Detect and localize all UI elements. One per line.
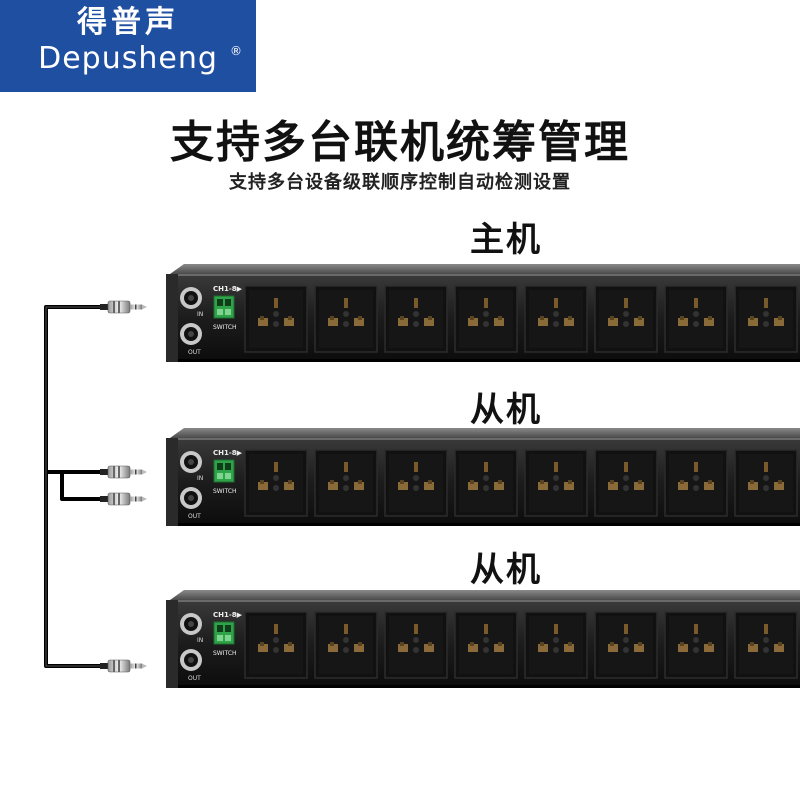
outlet-1 — [244, 449, 308, 517]
outlet-1 — [244, 611, 308, 679]
master-unit-label: 主机 — [470, 220, 542, 260]
audio-plug-4 — [100, 659, 147, 673]
outlet-6 — [594, 449, 658, 517]
outlet-3 — [384, 285, 448, 353]
port-in-label: IN — [197, 637, 203, 644]
outlet-6 — [594, 611, 658, 679]
registered-mark: ® — [230, 44, 242, 58]
rack-ear — [166, 274, 178, 362]
port-in-label: IN — [197, 311, 203, 318]
brand-logo: 得普声 Depusheng ® — [0, 0, 256, 92]
slave-unit-label-1: 从机 — [470, 390, 542, 430]
switch-label: SWITCH — [213, 650, 237, 657]
outlet-8 — [734, 449, 798, 517]
channel-label: CH1-8▶ — [213, 611, 243, 619]
plug-strain-relief — [100, 304, 108, 310]
port-out-label: OUT — [188, 513, 201, 520]
outlet-5 — [524, 449, 588, 517]
outlet-7 — [664, 449, 728, 517]
outlet-2 — [314, 285, 378, 353]
audio-plug-2 — [100, 465, 147, 479]
cascade-cable — [44, 305, 108, 668]
rack-ear — [166, 600, 178, 688]
port-out-label: OUT — [188, 675, 201, 682]
rack-ear — [166, 438, 178, 526]
brand-name-en: Depusheng — [38, 41, 218, 76]
headline: 支持多台联机统筹管理 — [170, 117, 630, 168]
cable-trunk — [44, 305, 108, 668]
port-out-label: OUT — [188, 349, 201, 356]
outlet-3 — [384, 611, 448, 679]
subheadline: 支持多台设备级联顺序控制自动检测设置 — [229, 172, 571, 193]
plug-strain-relief — [100, 496, 108, 502]
outlet-3 — [384, 449, 448, 517]
outlet-8 — [734, 285, 798, 353]
chassis-lid — [170, 264, 800, 274]
chassis-lid — [170, 428, 800, 438]
cable-branch-2 — [60, 472, 108, 501]
slave-unit-label-2: 从机 — [470, 550, 542, 590]
master-unit: IN OUT CH1-8▶ SWITCH — [166, 264, 800, 362]
outlet-6 — [594, 285, 658, 353]
audio-plug-3 — [100, 492, 147, 506]
outlet-5 — [524, 611, 588, 679]
plug-strain-relief — [100, 663, 108, 669]
switch-label: SWITCH — [213, 324, 237, 331]
plug-strain-relief — [100, 469, 108, 475]
slave-unit-1: IN OUT CH1-8▶ SWITCH — [166, 428, 800, 526]
chassis-lid — [170, 590, 800, 600]
brand-name-cn: 得普声 — [77, 5, 179, 40]
outlet-1 — [244, 285, 308, 353]
outlet-5 — [524, 285, 588, 353]
outlet-4 — [454, 611, 518, 679]
switch-label: SWITCH — [213, 488, 237, 495]
outlet-4 — [454, 449, 518, 517]
outlet-7 — [664, 611, 728, 679]
audio-plug-1 — [100, 300, 147, 314]
slave-unit-2: IN OUT CH1-8▶ SWITCH — [166, 590, 800, 688]
channel-label: CH1-8▶ — [213, 449, 243, 457]
outlet-2 — [314, 449, 378, 517]
port-in-label: IN — [197, 475, 203, 482]
outlet-7 — [664, 285, 728, 353]
outlet-8 — [734, 611, 798, 679]
outlet-4 — [454, 285, 518, 353]
channel-label: CH1-8▶ — [213, 285, 243, 293]
outlet-2 — [314, 611, 378, 679]
